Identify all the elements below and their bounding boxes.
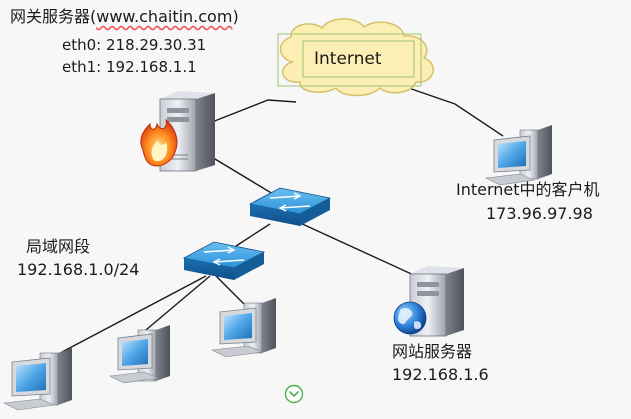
internet-label-frame xyxy=(277,33,422,87)
gateway-drive-bay-2 xyxy=(167,117,189,122)
gateway-drive-bay xyxy=(167,108,189,113)
client-keyboard xyxy=(484,173,536,186)
globe-server-icon xyxy=(393,301,427,335)
link-switch-top-webserver xyxy=(297,221,419,278)
web-server-name: 网站服务器 xyxy=(392,342,473,361)
gateway-brand-link: www.chaitin.com xyxy=(96,7,233,26)
internet-label-inner xyxy=(302,40,415,78)
web-server xyxy=(393,266,464,337)
gateway-tower-top xyxy=(160,91,215,99)
web-drive-bay-2 xyxy=(417,291,439,296)
gateway-tower-side xyxy=(196,93,215,171)
internet-client-pc xyxy=(484,125,552,186)
scroll-down-button[interactable] xyxy=(284,384,304,404)
link-switch-lan-pc2 xyxy=(139,275,211,336)
globe-land xyxy=(398,307,422,330)
internet-client-ip: 173.96.97.98 xyxy=(486,204,593,223)
gateway-eth1: eth1: 192.168.1.1 xyxy=(62,58,197,76)
switch-core-side xyxy=(300,198,330,226)
gateway-title-suffix: ) xyxy=(232,7,239,26)
lan-segment-name: 局域网段 xyxy=(26,237,91,256)
switch-lan-side xyxy=(234,252,264,280)
gateway-title: 网关服务器(www.chaitin.com) xyxy=(10,8,239,26)
link-gateway-internet xyxy=(211,99,297,123)
firewall-server-icon xyxy=(140,118,178,167)
lan-segment-cidr: 192.168.1.0/24 xyxy=(17,260,140,279)
gateway-eth0: eth0: 218.29.30.31 xyxy=(62,36,207,54)
network-switch-icon xyxy=(203,246,245,266)
flame-core xyxy=(151,140,168,162)
internet-label: Internet xyxy=(314,49,382,69)
lan-pc-3 xyxy=(210,298,276,358)
switch-core xyxy=(248,187,332,226)
network-switch-icon xyxy=(269,192,311,212)
web-tower-side xyxy=(446,268,464,336)
link-internet-client xyxy=(399,84,504,137)
internet-cloud xyxy=(277,18,434,97)
web-drive-bay xyxy=(417,282,439,287)
gateway-server xyxy=(140,91,215,172)
lan-pc-2 xyxy=(108,325,170,384)
internet-client-name: Internet中的客户机 xyxy=(456,180,600,199)
link-switch-lan-pc1 xyxy=(44,275,207,362)
switch-lan-front xyxy=(184,258,234,280)
web-server-ip: 192.168.1.6 xyxy=(392,365,489,384)
lan-pc-1 xyxy=(2,348,72,411)
switch-core-front xyxy=(250,204,300,226)
link-switch-top-switch-lan xyxy=(235,223,271,247)
link-switch-lan-pc3 xyxy=(215,275,246,306)
client-tower-side xyxy=(538,125,552,179)
switch-lan xyxy=(182,241,266,280)
gateway-title-prefix: 网关服务器( xyxy=(10,7,97,26)
connection-lines xyxy=(44,84,504,362)
client-screen xyxy=(498,141,526,168)
web-tower-top xyxy=(410,266,464,274)
cloud-icon xyxy=(279,18,434,97)
chevron-down-circle-icon xyxy=(284,384,304,404)
